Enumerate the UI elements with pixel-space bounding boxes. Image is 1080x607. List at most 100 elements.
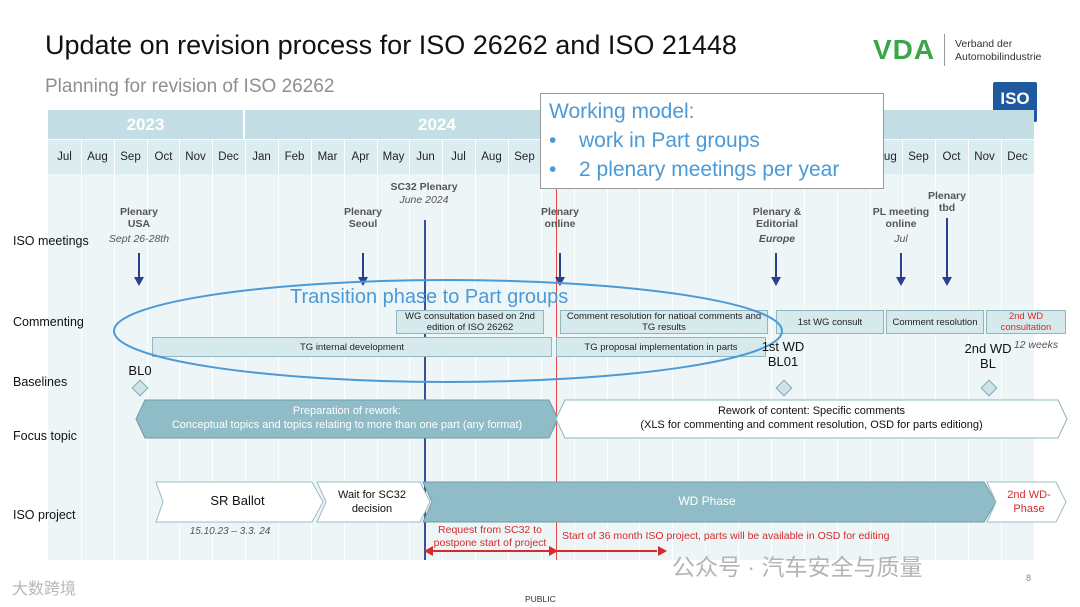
month-divider <box>902 140 903 560</box>
meeting-plenary-usa-line2: USA <box>127 218 151 230</box>
meeting-plenary-online-line2: online <box>544 218 576 230</box>
working-model-box: Working model: • work in Part groups • 2 p… <box>540 93 884 189</box>
month-label: Jan <box>252 151 271 163</box>
meeting-plenary-usa: Plenary USA <box>99 206 179 230</box>
project-2nd-wd-phase-line1: 2nd WD- <box>1007 489 1051 501</box>
month-divider <box>804 140 805 560</box>
row-label-baselines: Baselines <box>13 375 68 389</box>
logo-divider <box>944 34 945 66</box>
arrow-plenary-editorial <box>775 253 777 278</box>
transition-label: Transition phase to Part groups <box>290 286 569 308</box>
box-comment-resolution-national: Comment resolution for natioal comments … <box>560 310 768 334</box>
page-subtitle: Planning for revision of ISO 26262 <box>45 76 335 97</box>
meeting-plenary-tbd-line2: tbd <box>938 202 956 214</box>
month-label: Aug <box>481 151 502 163</box>
arrowhead-plenary-tbd <box>942 277 952 286</box>
arrow-start-project <box>557 546 667 556</box>
box-2nd-wd-consultation: 2nd WD consultation <box>986 310 1066 334</box>
meeting-pl-online-line2: online <box>885 218 917 230</box>
project-2nd-wd-phase-label: 2nd WD- Phase <box>994 488 1064 516</box>
row-label-focus-topic: Focus topic <box>13 429 77 443</box>
meeting-plenary-seoul-line2: Seoul <box>348 218 378 230</box>
baseline-bl0-label: BL0 <box>128 363 152 378</box>
note-request-line2: postpone start of project <box>433 537 547 549</box>
month-label: Feb <box>284 151 305 163</box>
label-12-weeks: 12 weeks <box>1013 339 1059 351</box>
arrow-plenary-usa <box>138 253 140 278</box>
focus-rework-text: Rework of content: Specific comments (XL… <box>555 404 1068 432</box>
month-label: Sep <box>514 151 535 163</box>
focus-rework-line1: Rework of content: Specific comments <box>717 405 906 417</box>
project-2nd-wd-phase-shape <box>986 481 1067 523</box>
focus-prep-line2: Conceptual topics and topics relating to… <box>171 419 523 431</box>
focus-rework-shape <box>555 399 1068 439</box>
arrow-plenary-online <box>559 253 561 278</box>
project-wait-label: Wait for SC32 decision <box>322 488 422 516</box>
month-label: Sep <box>908 151 929 163</box>
month-divider <box>837 140 838 560</box>
focus-prep-line1: Preparation of rework: <box>292 405 402 417</box>
month-label: Nov <box>974 151 995 163</box>
meeting-plenary-online-line1: Plenary <box>541 206 579 218</box>
focus-preparation-text: Preparation of rework: Conceptual topics… <box>135 404 559 432</box>
box-wg-consultation: WG consultation based on 2nd edition of … <box>396 310 544 334</box>
meeting-plenary-editorial: Plenary & Editorial <box>735 206 819 230</box>
baseline-wd2-line1: 2nd WD <box>964 341 1012 356</box>
note-request-line1: Request from SC32 to <box>438 524 542 536</box>
working-model-item-1-text: work in Part groups <box>579 129 760 152</box>
month-label: Mar <box>317 151 338 163</box>
meeting-pl-online: PL meeting online <box>861 206 941 230</box>
baseline-wd2-label: 2nd WD BL <box>960 341 1016 371</box>
meeting-plenary-editorial-location: Europe <box>758 233 796 245</box>
watermark-right: 公众号 · 汽车安全与质量 <box>672 554 923 580</box>
focus-preparation-shape <box>135 399 559 439</box>
vda-logo-text: Verband der Automobilindustrie <box>955 38 1041 64</box>
month-label: Oct <box>154 151 173 163</box>
public-label: PUBLIC <box>525 594 556 604</box>
month-label: Jul <box>451 151 466 163</box>
meeting-plenary-seoul: Plenary Seoul <box>323 206 403 230</box>
working-model-item-2: • 2 plenary meetings per year <box>549 155 875 184</box>
month-divider <box>147 140 148 560</box>
baseline-wd1-line1: 1st WD <box>761 339 805 354</box>
arrowhead-plenary-online <box>555 277 565 286</box>
meeting-plenary-usa-line1: Plenary <box>120 206 158 218</box>
project-2nd-wd-phase-line2: Phase <box>1013 503 1045 515</box>
arrowhead-plenary-editorial <box>771 277 781 286</box>
meeting-pl-online-date: Jul <box>894 233 908 245</box>
month-label: Sep <box>120 151 141 163</box>
meeting-sc32-plenary-date: June 2024 <box>399 194 449 206</box>
month-label: Jul <box>57 151 72 163</box>
working-model-item-1: • work in Part groups <box>549 126 875 155</box>
working-model-item-2-text: 2 plenary meetings per year <box>579 158 840 181</box>
month-label: Apr <box>351 151 370 163</box>
meeting-sc32-plenary: SC32 Plenary <box>390 181 458 193</box>
month-divider <box>935 140 936 560</box>
month-label: May <box>382 151 405 163</box>
focus-rework-line2: (XLS for commenting and comment resoluti… <box>640 419 983 431</box>
iso-logo-text: ISO <box>1000 89 1030 108</box>
meeting-plenary-tbd-line1: Plenary <box>928 190 966 202</box>
month-divider <box>1001 140 1002 560</box>
project-wait-line2: decision <box>351 503 393 515</box>
month-divider <box>114 140 115 560</box>
month-divider <box>771 140 772 560</box>
project-wait-line1: Wait for SC32 <box>337 489 407 501</box>
baseline-wd2-line2: BL <box>980 356 996 371</box>
bullet-icon: • <box>549 158 557 181</box>
month-label: Aug <box>87 151 108 163</box>
vda-text-line2: Automobilindustrie <box>955 51 1042 63</box>
bullet-icon: • <box>549 129 557 152</box>
meeting-plenary-seoul-line1: Plenary <box>344 206 382 218</box>
arrow-plenary-tbd <box>946 218 948 278</box>
baseline-wd1-line2: BL01 <box>767 354 799 369</box>
meeting-plenary-usa-date: Sept 26-28th <box>108 233 170 245</box>
box-tg-internal: TG internal development <box>152 337 552 357</box>
box-comment-resolution: Comment resolution <box>886 310 984 334</box>
double-arrow-postpone <box>424 546 558 556</box>
sc32-plenary-line <box>424 220 426 560</box>
working-model-title: Working model: <box>549 100 695 123</box>
row-label-iso-project: ISO project <box>13 508 76 522</box>
box-1st-wg-consult: 1st WG consult <box>776 310 884 334</box>
month-label: Oct <box>942 151 961 163</box>
